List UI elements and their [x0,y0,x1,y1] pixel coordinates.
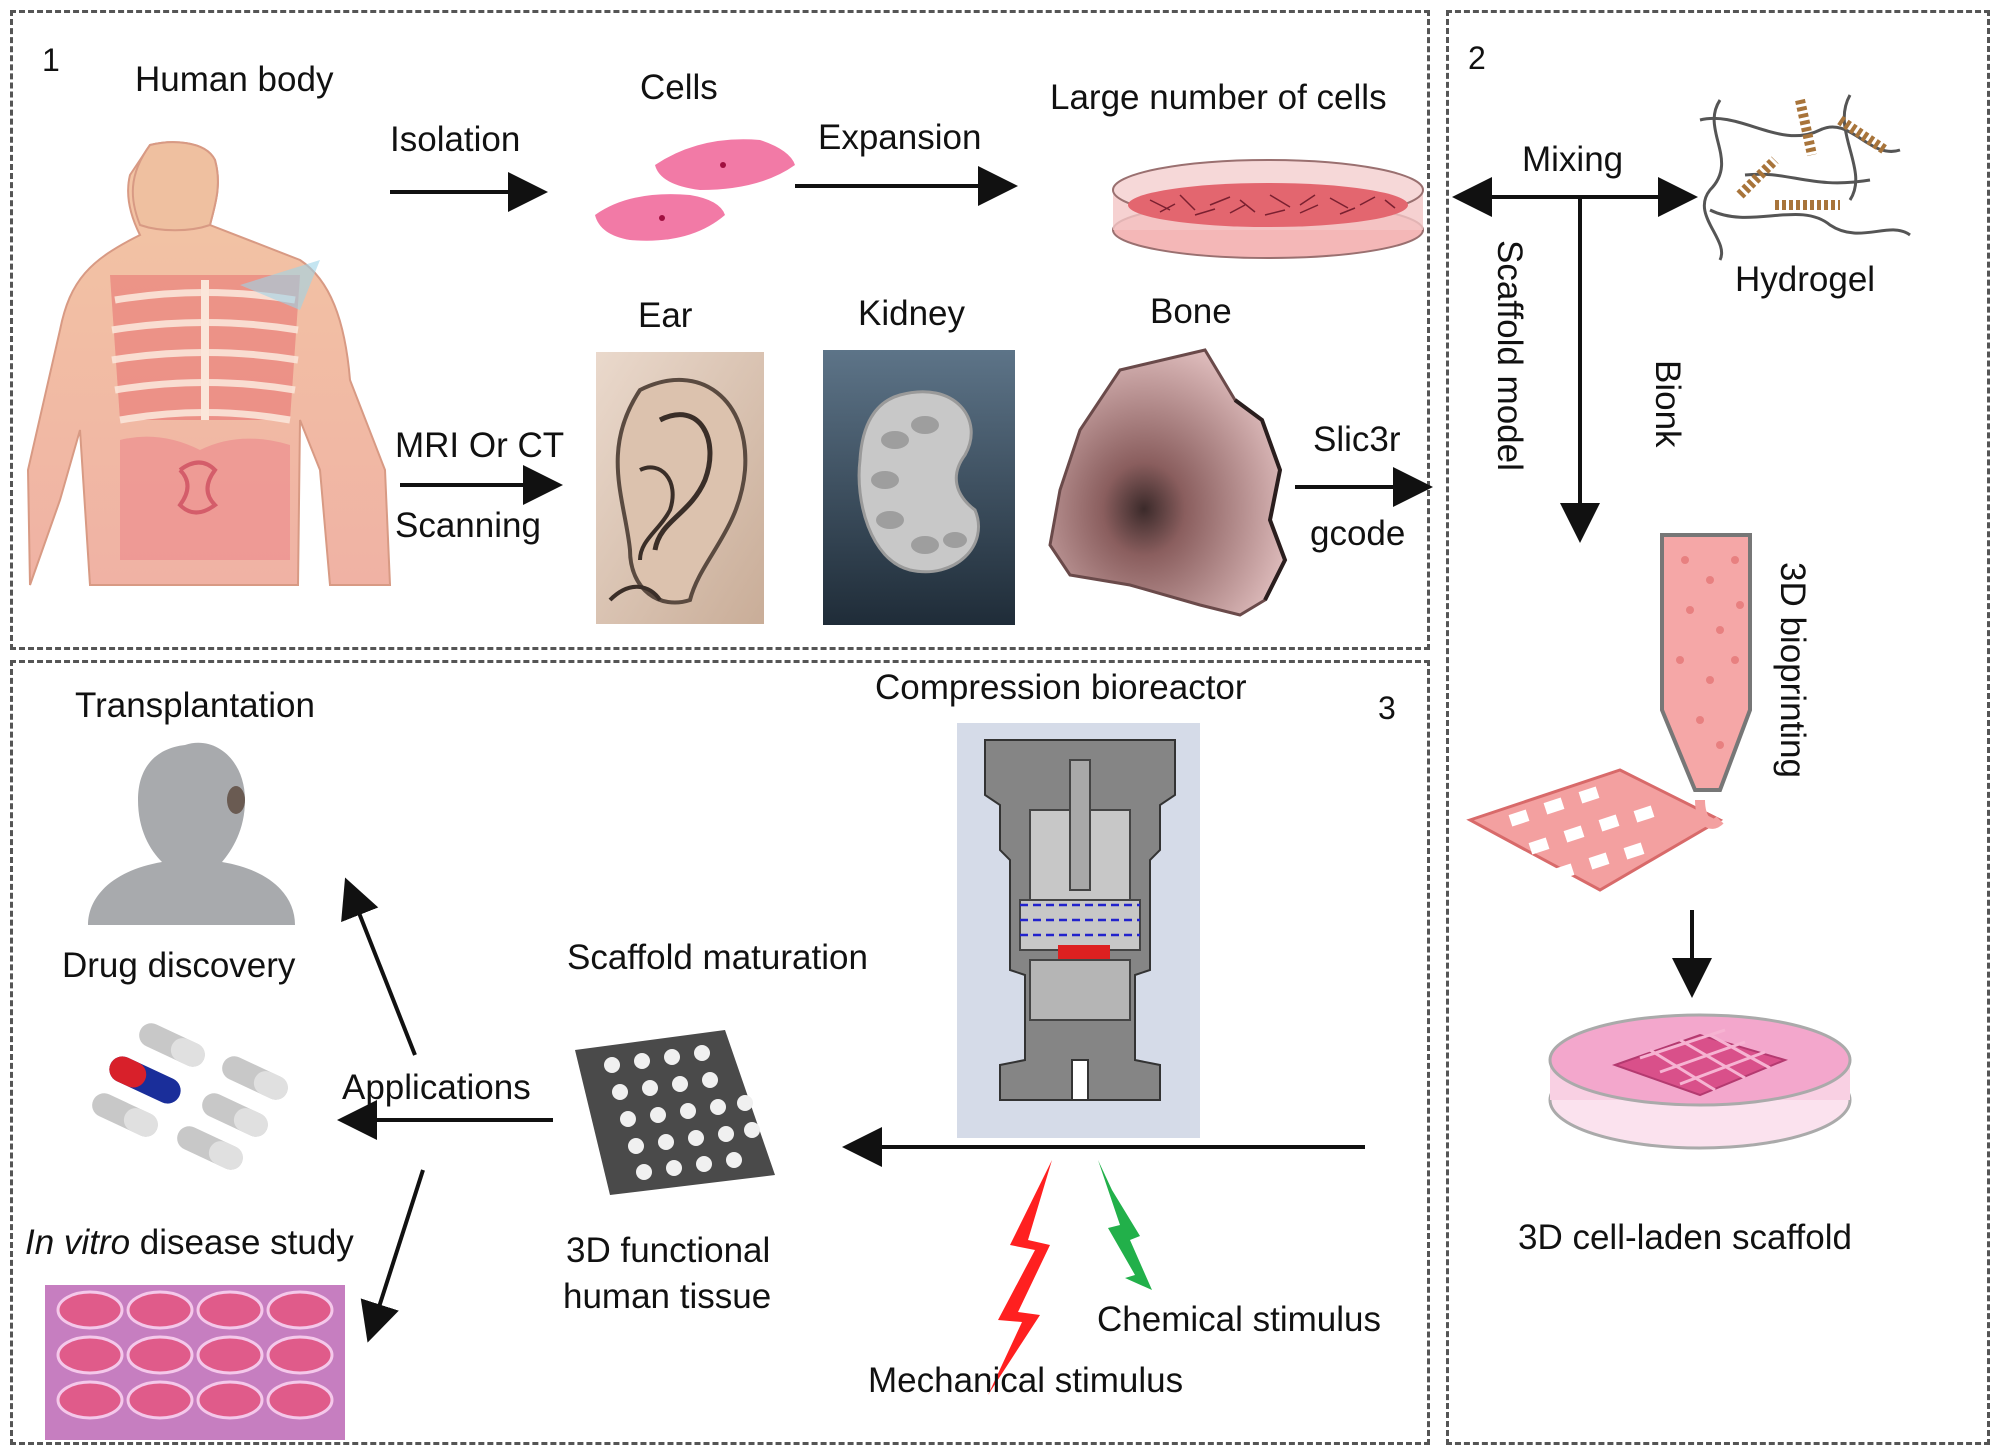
hydrogel-label: Hydrogel [1735,260,1876,299]
bioprinter-nozzle [1660,533,1752,792]
gcode-label: gcode [1310,514,1406,553]
scanning-label: Scanning [395,506,541,545]
mechanical-stimulus-bolt [988,1160,1052,1395]
in-vitro-disease-study-label: In vitro disease study [25,1225,354,1260]
head-silhouette-icon [88,742,295,925]
disease-study-text: disease study [130,1223,354,1262]
ear-label: Ear [638,296,693,335]
pills-illustration [92,1023,288,1170]
human-body-illustration [26,141,392,586]
cells-label: Cells [640,68,718,107]
cells-illustration [595,139,795,241]
mri-or-ct-label: MRI Or CT [395,426,565,465]
compression-bioreactor-image [957,723,1200,1138]
mechanical-stimulus-label: Mechanical stimulus [868,1361,1184,1400]
slic3r-label: Slic3r [1313,420,1401,459]
printed-grid-scaffold [1466,768,1724,892]
isolation-label: Isolation [390,120,521,159]
panel-1-number: 1 [42,42,60,78]
flow-arrows [337,166,1712,1343]
bone-label: Bone [1150,292,1232,331]
bionk-label: Bionk [1648,360,1687,448]
kidney-label: Kidney [858,294,966,333]
panel-3-number: 3 [1378,690,1396,726]
in-vitro-italic-text: In vitro [25,1223,131,1262]
large-number-of-cells-label: Large number of cells [1050,78,1387,117]
scaffold-model-label: Scaffold model [1490,240,1529,471]
cell-laden-dish [1548,1013,1852,1150]
chemical-stimulus-label: Chemical stimulus [1097,1300,1381,1339]
compression-bioreactor-label: Compression bioreactor [875,668,1247,707]
expansion-label: Expansion [818,118,982,157]
applications-label: Applications [342,1068,531,1107]
mixing-label: Mixing [1522,140,1624,179]
well-plate-image [45,1285,345,1440]
functional-tissue-line1: 3D functional [566,1231,771,1270]
scaffold-maturation-label: Scaffold maturation [567,938,868,977]
drug-discovery-label: Drug discovery [62,946,296,985]
panel-3-border [10,660,1430,1445]
ear-image [596,352,764,624]
functional-tissue-line2: human tissue [563,1277,772,1316]
transplantation-label: Transplantation [75,686,315,725]
bone-image [1048,348,1288,617]
chemical-stimulus-bolt [1098,1160,1152,1290]
human-body-label: Human body [135,60,334,99]
porous-scaffold-image [575,1030,775,1195]
panel-1-border [10,10,1430,650]
kidney-image [823,350,1015,625]
hydrogel-illustration [1699,94,1911,261]
panel-2-number: 2 [1468,40,1486,76]
3d-bioprinting-label: 3D bioprinting [1773,562,1812,778]
petri-dish-large-cells [1112,159,1424,259]
cell-laden-scaffold-label: 3D cell-laden scaffold [1518,1218,1852,1257]
panel-2-border [1446,10,1990,1445]
